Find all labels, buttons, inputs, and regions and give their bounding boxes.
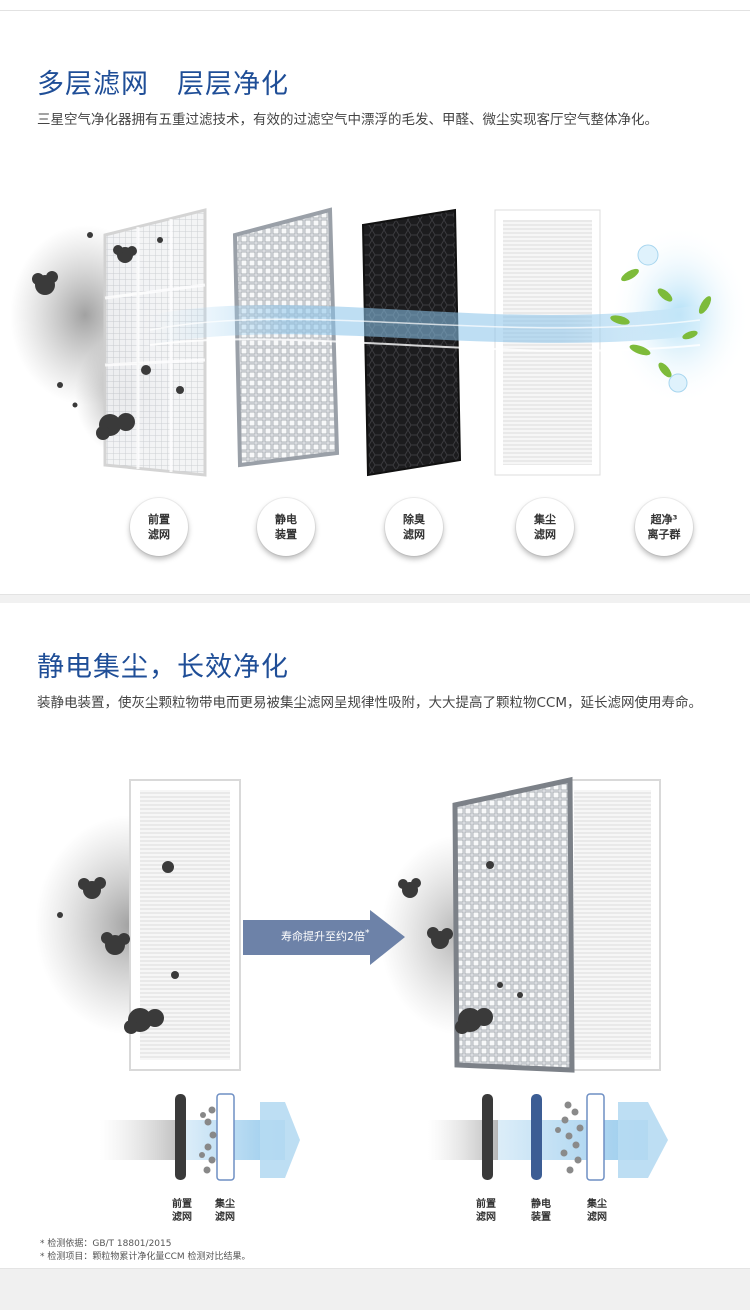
section2-description: 装静电装置，使灰尘颗粒物带电而更易被集尘滤网呈规律性吸附，大大提高了颗粒物CCM… bbox=[37, 695, 702, 711]
badge-electrostatic: 静电 装置 bbox=[257, 498, 315, 556]
badge-ion-cluster: 超净³ 离子群 bbox=[635, 498, 693, 556]
test-basis-note: * 检测依据：GB/T 18801/2015 bbox=[40, 1239, 172, 1249]
badge-dust-filter: 集尘 滤网 bbox=[516, 498, 574, 556]
section1-title: 多层滤网 层层净化 bbox=[37, 69, 289, 100]
airflow-diagram-left bbox=[100, 1093, 300, 1181]
left-dust-filter-label: 集尘 滤网 bbox=[215, 1199, 235, 1223]
section2-title: 静电集尘，长效净化 bbox=[37, 652, 289, 683]
right-dust-filter-label: 集尘 滤网 bbox=[587, 1199, 607, 1223]
filter-layers-illustration bbox=[10, 207, 750, 477]
lifespan-arrow-mark: * bbox=[365, 928, 370, 939]
dust-filter-label: 集尘 滤网 bbox=[534, 513, 556, 541]
left-pre-filter-label: 前置 滤网 bbox=[172, 1199, 192, 1223]
pre-filter-label: 前置 滤网 bbox=[148, 513, 170, 541]
top-divider bbox=[0, 10, 750, 11]
ion-cluster-label: 超净³ 离子群 bbox=[647, 513, 681, 541]
section1-description: 三星空气净化器拥有五重过滤技术，有效的过滤空气中漂浮的毛发、甲醛、微尘实现客厅空… bbox=[37, 112, 658, 128]
right-electrostatic-label: 静电 装置 bbox=[531, 1199, 551, 1223]
badge-pre-filter: 前置 滤网 bbox=[130, 498, 188, 556]
right-pre-filter-label: 前置 滤网 bbox=[476, 1199, 496, 1223]
lifespan-arrow-text: 寿命提升至约2倍 bbox=[281, 930, 365, 943]
electrostatic-label: 静电 装置 bbox=[275, 513, 297, 541]
footer-bar bbox=[0, 1268, 750, 1310]
test-item-note: * 检测项目：颗粒物累计净化量CCM 检测对比结果。 bbox=[40, 1252, 251, 1262]
badge-deodorizing-filter: 除臭 滤网 bbox=[385, 498, 443, 556]
lifespan-comparison-illustration bbox=[35, 776, 661, 1073]
airflow-diagram-right bbox=[428, 1093, 668, 1181]
deodorizing-filter-label: 除臭 滤网 bbox=[403, 513, 425, 541]
lifespan-arrow-label: 寿命提升至约2倍* bbox=[281, 928, 370, 944]
section-divider bbox=[0, 594, 750, 603]
